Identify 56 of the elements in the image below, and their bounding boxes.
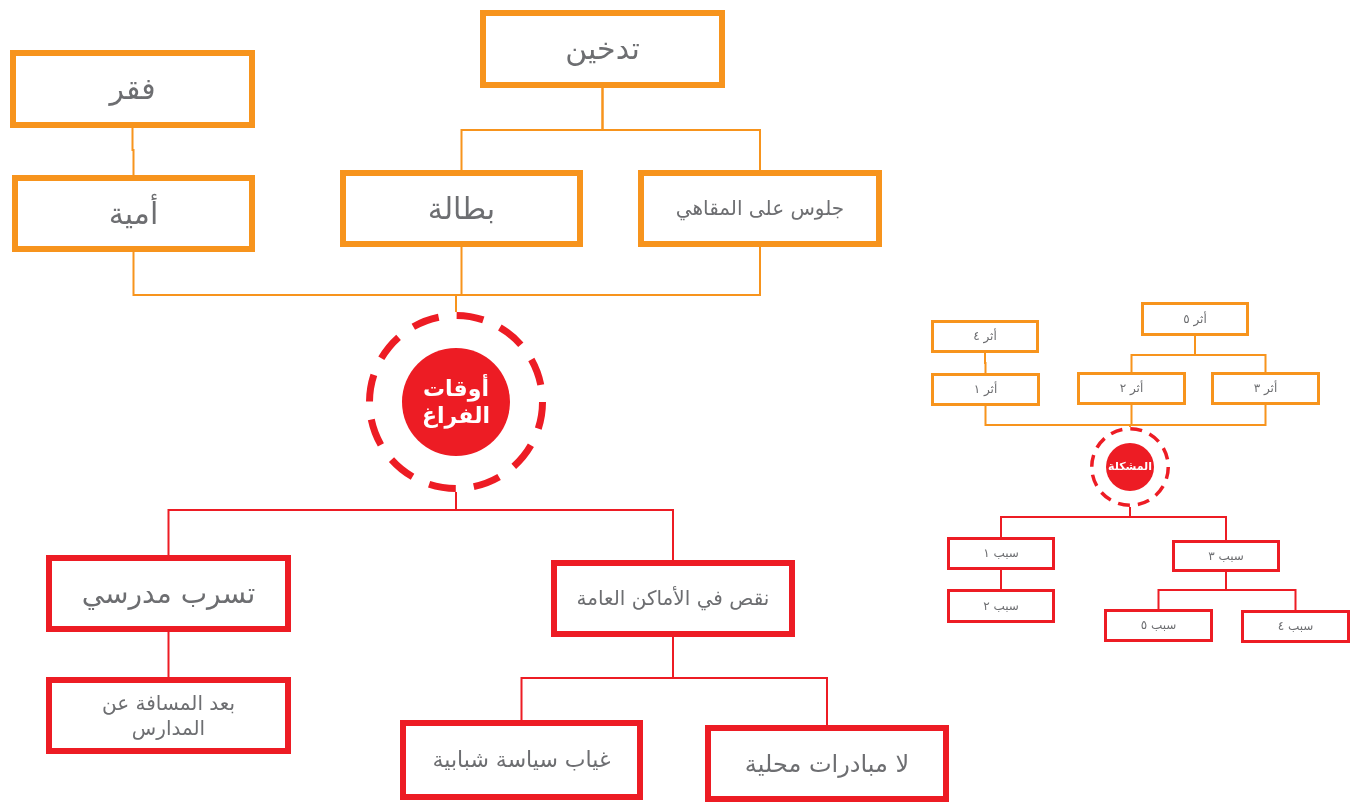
box-label: أثر ٤: [973, 329, 997, 344]
box-label: سبب ٤: [1277, 619, 1314, 634]
box-label: سبب ٥: [1140, 618, 1177, 633]
box-label: سبب ٣: [1208, 548, 1244, 564]
text-box: [46, 555, 291, 632]
connector-line: [1129, 404, 1267, 428]
box-label: بطالة: [427, 189, 496, 228]
text-box: [10, 50, 255, 128]
connector-line: [984, 405, 1131, 428]
connector-line: [167, 631, 170, 678]
box-label: أثر ٥: [1183, 311, 1207, 327]
text-box: [931, 320, 1039, 353]
text-box: [931, 373, 1040, 406]
box-label: نقص في الأماكن العامة: [576, 586, 770, 611]
connector-line: [1225, 571, 1297, 611]
text-box: [12, 175, 255, 252]
text-box: [1141, 302, 1249, 336]
box-label: غياب سياسة شبابية: [432, 746, 611, 774]
text-box: [638, 170, 882, 247]
box-label: بعد المسافة عن المدارس: [101, 690, 236, 741]
text-box: [551, 560, 795, 637]
box-label: أثر ١: [973, 382, 998, 397]
text-box: [46, 677, 291, 754]
box-label: المشكلة: [1108, 460, 1152, 474]
box-label: أثر ٢: [1119, 381, 1144, 396]
text-box: [705, 725, 949, 802]
box-label: جلوس على المقاهي: [675, 196, 845, 221]
connector-line: [984, 352, 987, 374]
text-box: [1211, 372, 1320, 405]
text-box: [947, 537, 1055, 570]
dashed-circle-node: [366, 312, 546, 492]
connector-line: [1000, 569, 1002, 590]
dashed-circle-node: [1090, 427, 1170, 507]
text-box: [1077, 372, 1186, 405]
box-label: أثر ٣: [1253, 381, 1278, 396]
connector-line: [601, 87, 761, 171]
connector-line: [1129, 506, 1227, 541]
box-label: تدخين: [565, 30, 640, 68]
text-box: [480, 10, 725, 88]
box-label: سبب ٢: [983, 598, 1019, 614]
connector-line: [131, 127, 135, 176]
box-label: أوقات الفراغ: [421, 374, 491, 430]
box-label: أمية: [108, 194, 159, 233]
box-label: تسرب مدرسي: [81, 576, 256, 611]
connector-line: [455, 491, 674, 561]
text-box: [340, 170, 583, 247]
connector-line: [455, 246, 761, 313]
box-label: لا مبادرات محلية: [744, 748, 910, 779]
box-label: سبب ١: [983, 546, 1019, 561]
text-box: [1241, 610, 1350, 643]
connector-line: [1194, 335, 1267, 373]
text-box: [947, 589, 1055, 623]
box-label: فقر: [109, 70, 156, 108]
text-box: [400, 720, 643, 800]
text-box: [1104, 609, 1213, 642]
text-box: [1172, 540, 1280, 572]
